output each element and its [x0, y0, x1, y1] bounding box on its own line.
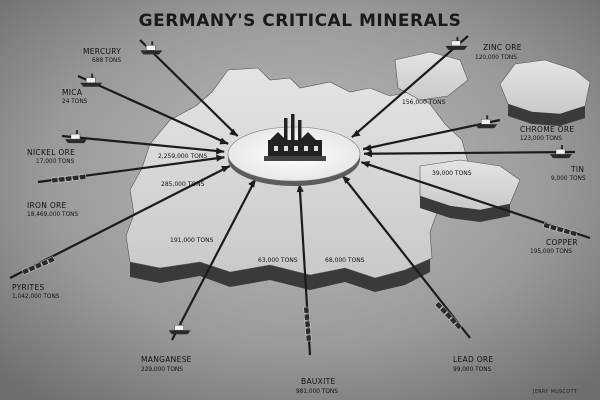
arrow-nickel — [61, 134, 225, 153]
mineral-label-pyrites-qty: 1,042,000 TONS — [12, 294, 60, 300]
ship-icon-zinc — [445, 36, 468, 50]
mineral-label-nickel-qty: 17,000 TONS — [36, 159, 75, 165]
mineral-label-copper-name: COPPER — [546, 238, 578, 247]
train-icon-bauxite — [303, 306, 312, 342]
mineral-label-nickel-name: NICKEL ORE — [27, 148, 75, 157]
train-icon-lead — [434, 301, 463, 330]
inner-label-156000: 156,000 TONS — [402, 99, 446, 106]
mineral-label-manganese-qty: 229,000 TONS — [141, 367, 183, 373]
train-icon-copper — [542, 222, 578, 237]
factory-hub — [227, 114, 361, 186]
ship-icon-manganese — [168, 321, 191, 335]
arrowhead-mica — [219, 137, 229, 145]
artist-credit: JERRY MUSCOTT — [532, 389, 577, 395]
mineral-label-mica-name: MICA — [62, 88, 83, 97]
map-east-block-side — [508, 104, 585, 126]
inner-label-39000: 39,000 TONS — [432, 170, 472, 177]
train-icon-iron — [51, 174, 87, 184]
mineral-label-zinc-name: ZINC ORE — [483, 43, 522, 52]
mineral-label-lead-name: LEAD ORE — [453, 355, 493, 364]
mineral-label-iron-qty: 18,469,000 TONS — [27, 212, 78, 218]
map-southeast-block-side — [420, 196, 510, 222]
ship-icon-mica — [80, 73, 103, 87]
mineral-label-bauxite-qty: 981,000 TONS — [296, 389, 338, 395]
arrow-mercury — [139, 39, 239, 137]
inner-labels: 2,259,000 TONS 285,000 TONS 191,000 TONS… — [158, 99, 472, 264]
mineral-label-iron-name: IRON ORE — [27, 201, 67, 210]
mineral-label-tin-name: TIN — [570, 165, 584, 174]
mineral-label-chrome-name: CHROME ORE — [520, 125, 574, 134]
ship-icon-tin — [550, 145, 573, 159]
train-icon-pyrites — [21, 256, 56, 275]
ship-icon-nickel — [64, 130, 87, 144]
mineral-label-manganese-name: MANGANESE — [141, 355, 192, 364]
transport-marks — [21, 36, 578, 342]
arrowhead-mercury — [229, 128, 238, 137]
inner-label-63000: 63,000 TONS — [258, 257, 298, 264]
ship-icon-mercury — [140, 41, 163, 55]
arrow-manganese — [171, 178, 257, 341]
arrow-lead — [341, 174, 471, 339]
arrowhead-zinc — [351, 129, 361, 138]
arrowhead-lead — [342, 175, 351, 184]
map-shadow-side — [130, 258, 430, 292]
arrow-zinc — [351, 35, 469, 138]
arrow-tin — [363, 150, 576, 155]
inner-label-2259000: 2,259,000 TONS — [158, 153, 207, 160]
arrowhead-iron — [216, 154, 225, 162]
map-northeast-block — [394, 51, 469, 101]
arrowhead-nickel — [215, 147, 225, 155]
arrow-mica — [77, 74, 229, 145]
inner-label-68000: 68,000 TONS — [325, 257, 365, 264]
mineral-label-copper-qty: 195,000 TONS — [530, 249, 572, 255]
arrowhead-tin — [363, 150, 373, 158]
mineral-label-zinc-qty: 120,000 TONS — [475, 55, 517, 61]
mineral-label-chrome-qty: 123,000 TONS — [520, 136, 562, 142]
mineral-label-pyrites-name: PYRITES — [12, 283, 45, 292]
mineral-label-mercury-qty: 688 TONS — [92, 58, 121, 64]
ship-icon-chrome — [475, 115, 498, 129]
factory-icon — [264, 114, 326, 161]
arrowhead-bauxite — [296, 183, 304, 193]
inner-label-285000: 285,000 TONS — [161, 181, 205, 188]
mineral-label-bauxite-name: BAUXITE — [301, 377, 336, 386]
mineral-label-tin-qty: 9,000 TONS — [551, 176, 586, 182]
mineral-label-mica-qty: 24 TONS — [62, 99, 88, 105]
mineral-label-mercury-name: MERCURY — [83, 47, 121, 56]
mineral-label-lead-qty: 99,000 TONS — [453, 367, 492, 373]
arrowhead-copper — [361, 161, 370, 168]
arrowhead-chrome — [363, 144, 372, 152]
diagram-title: GERMANY'S CRITICAL MINERALS — [139, 11, 462, 31]
arrowhead-manganese — [248, 179, 256, 188]
inner-label-191000: 191,000 TONS — [170, 237, 214, 244]
mineral-labels: MERCURY 688 TONS MICA 24 TONS NICKEL ORE… — [12, 43, 586, 395]
arrowhead-pyrites — [221, 165, 230, 173]
